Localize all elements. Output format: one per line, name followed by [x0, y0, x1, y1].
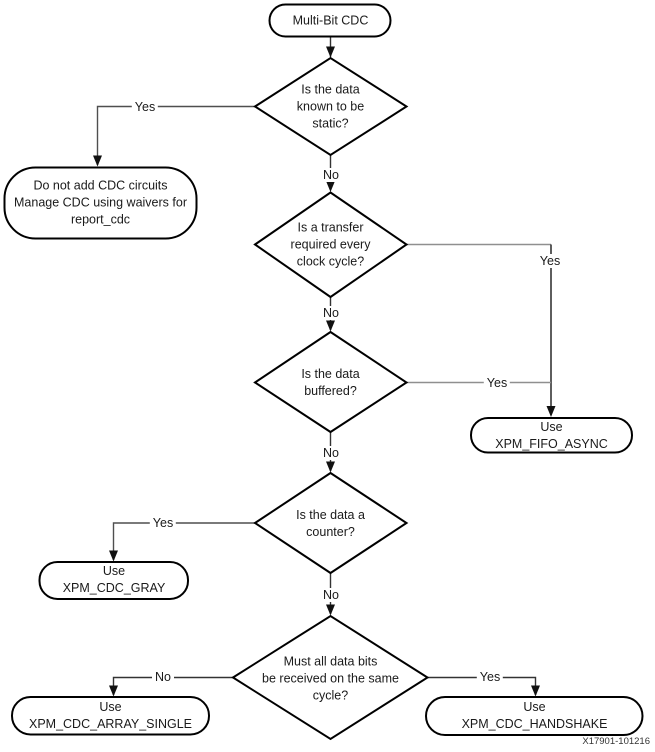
cdc-gray-node-label: Use XPM_CDC_GRAY [62, 564, 166, 595]
edge-counter-yes [112, 522, 255, 560]
node-cdc-gray-terminator [38, 561, 189, 600]
edge-static-yes [96, 105, 255, 165]
edge-label-counter-no: No [320, 588, 342, 602]
node-decision-same-cycle [231, 614, 430, 741]
edge-label-static-no: No [320, 168, 342, 182]
arrowhead-into-counter-icon [326, 461, 335, 473]
edge-label-buffered-no: No [320, 446, 342, 460]
fifo-async-node-label: Use XPM_FIFO_ASYNC [495, 419, 608, 451]
edge-label-static-yes: Yes [131, 99, 159, 114]
arrowhead-into-no-cdc-icon [93, 155, 102, 167]
node-cdc-handshake-terminator [425, 696, 644, 736]
arrowhead-into-static-icon [326, 46, 335, 58]
edge-label-buffered-yes: Yes [483, 375, 511, 390]
decision-every-cycle-label: Is a transfer required every clock cycle… [290, 220, 371, 269]
arrowhead-into-handshake-icon [531, 685, 540, 697]
start-node-label: Multi-Bit CDC [292, 13, 369, 28]
edge-label-every-cycle-no: No [320, 306, 342, 320]
arrowhead-into-array-single-icon [109, 685, 118, 697]
node-cdc-array-single-terminator [11, 696, 210, 736]
node-decision-every-cycle [253, 191, 409, 299]
decision-same-cycle-label: Must all data bits be received on the sa… [262, 654, 399, 702]
no-cdc-node-label: Do not add CDC circuits Manage CDC using… [14, 178, 187, 227]
node-fifo-async-terminator [470, 417, 633, 454]
node-no-cdc-terminator [3, 166, 198, 240]
node-decision-counter [253, 471, 409, 575]
node-decision-static [253, 56, 409, 157]
arrowhead-into-cdc-gray-icon [109, 550, 118, 562]
edge-label-same-cycle-yes: Yes [476, 669, 504, 684]
decision-counter-label: Is the data a counter? [296, 508, 365, 539]
cdc-handshake-node-label: Use XPM_CDC_HANDSHAKE [461, 700, 608, 731]
edge-label-every-cycle-yes: Yes [536, 253, 564, 268]
figure-id-watermark: X17901-101216 [582, 736, 650, 747]
arrowhead-into-every-cycle-icon [326, 181, 335, 192]
node-decision-buffered [253, 330, 409, 434]
arrowhead-into-fifo-async-icon [546, 406, 556, 417]
cdc-array-single-node-label: Use XPM_CDC_ARRAY_SINGLE [28, 699, 193, 731]
arrowhead-into-same-cycle-icon [326, 604, 335, 616]
edge-label-same-cycle-no: No [152, 669, 174, 684]
node-start-terminator [268, 3, 392, 38]
decision-buffered-label: Is the data buffered? [301, 367, 360, 398]
arrowhead-into-buffered-icon [326, 320, 335, 332]
edge-label-counter-yes: Yes [149, 516, 177, 530]
decision-static-label: Is the data known to be static? [296, 82, 365, 130]
